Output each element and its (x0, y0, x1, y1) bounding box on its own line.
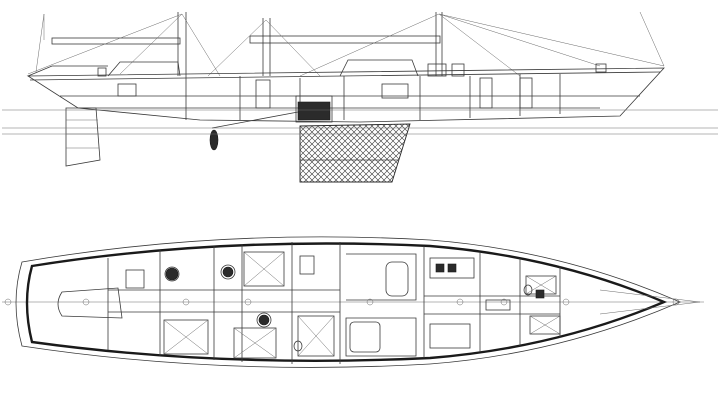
deck-hatches (4, 298, 680, 306)
masts (177, 12, 443, 76)
hull-profile (26, 67, 665, 123)
hull-outline-outer (15, 236, 682, 368)
deck-plan-view (2, 236, 704, 368)
galley (429, 257, 511, 349)
rigging (27, 11, 665, 77)
reference-lines (2, 109, 718, 135)
berths (163, 251, 561, 359)
profile-view (2, 11, 718, 183)
rudder (65, 107, 219, 167)
booms (51, 35, 441, 45)
keel (299, 123, 411, 183)
cockpit (57, 287, 123, 319)
bulkheads (107, 242, 561, 364)
bowsprit (599, 289, 701, 303)
saloon (297, 253, 417, 357)
hull-outline-inner (25, 242, 668, 362)
engine (211, 95, 333, 129)
heads (125, 255, 545, 352)
deckhouses (27, 59, 607, 77)
